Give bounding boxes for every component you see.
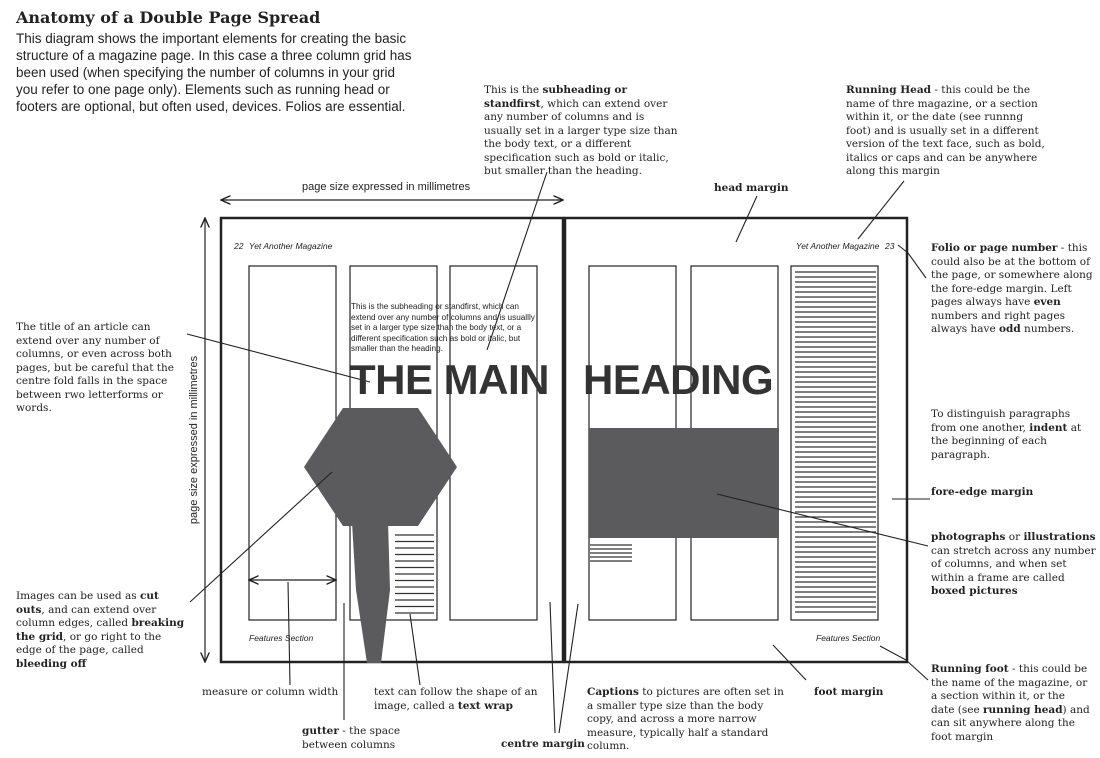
cutout-image-stem: [352, 522, 390, 663]
annotation-head-margin: head margin: [714, 182, 789, 194]
annotation-measure: measure or column width: [202, 686, 339, 698]
right-footer: Features Section: [816, 633, 881, 643]
intro-paragraph: This diagram shows the important element…: [16, 31, 412, 114]
annotation-running-foot: Running foot - this could be the name of…: [931, 663, 1090, 743]
annotation-indent: To distinguish paragraphs from one anoth…: [931, 408, 1082, 461]
annotation-title: The title of an article can extend over …: [16, 321, 175, 414]
left-footer: Features Section: [249, 633, 314, 643]
annotation-gutter: gutter - the space between columns: [302, 725, 401, 751]
annotation-captions: Captions to pictures are often set in a …: [587, 686, 784, 752]
right-running-head: Yet Another Magazine: [796, 241, 880, 251]
page-width-label: page size expressed in millimetres: [302, 181, 471, 193]
annotation-centre-margin: centre margin: [501, 738, 585, 750]
right-folio: 23: [885, 241, 895, 251]
annotation-foot-margin: foot margin: [814, 686, 884, 698]
diagram-title: Anatomy of a Double Page Spread: [16, 8, 321, 27]
main-heading-right: HEADING: [583, 356, 774, 403]
annotation-text-wrap: text can follow the shape of an image, c…: [374, 686, 538, 712]
main-heading-left: THE MAIN: [350, 356, 550, 403]
annotation-fore-edge-margin: fore-edge margin: [931, 486, 1034, 498]
annotation-subheading: This is the subheading or standfirst, wh…: [484, 84, 678, 177]
annotation-running-head: Running Head - this could be the name of…: [846, 84, 1045, 177]
caption-lines: [590, 544, 632, 562]
left-running-head: Yet Another Magazine: [249, 241, 333, 251]
cutout-image-hexagon: [304, 408, 457, 526]
sample-subheading: This is the subheading or standfirst, wh…: [351, 302, 535, 353]
wrap-text-lines: [395, 534, 434, 614]
column-left-3: [449, 265, 538, 621]
left-folio: 22: [234, 241, 244, 251]
left-page: [219, 216, 565, 664]
page-height-label: page size expressed in millimetres: [188, 355, 200, 524]
body-text-lines: [795, 271, 876, 613]
annotation-folio: Folio or page number - this could also b…: [931, 242, 1093, 335]
leader-lines: [186, 171, 930, 734]
boxed-picture: [589, 428, 779, 538]
right-page: [563, 216, 909, 664]
annotation-cutouts: Images can be used as cut outs, and can …: [16, 590, 185, 670]
column-right-3: [790, 265, 879, 621]
annotation-photographs: photographs or illustrations can stretch…: [931, 531, 1096, 597]
